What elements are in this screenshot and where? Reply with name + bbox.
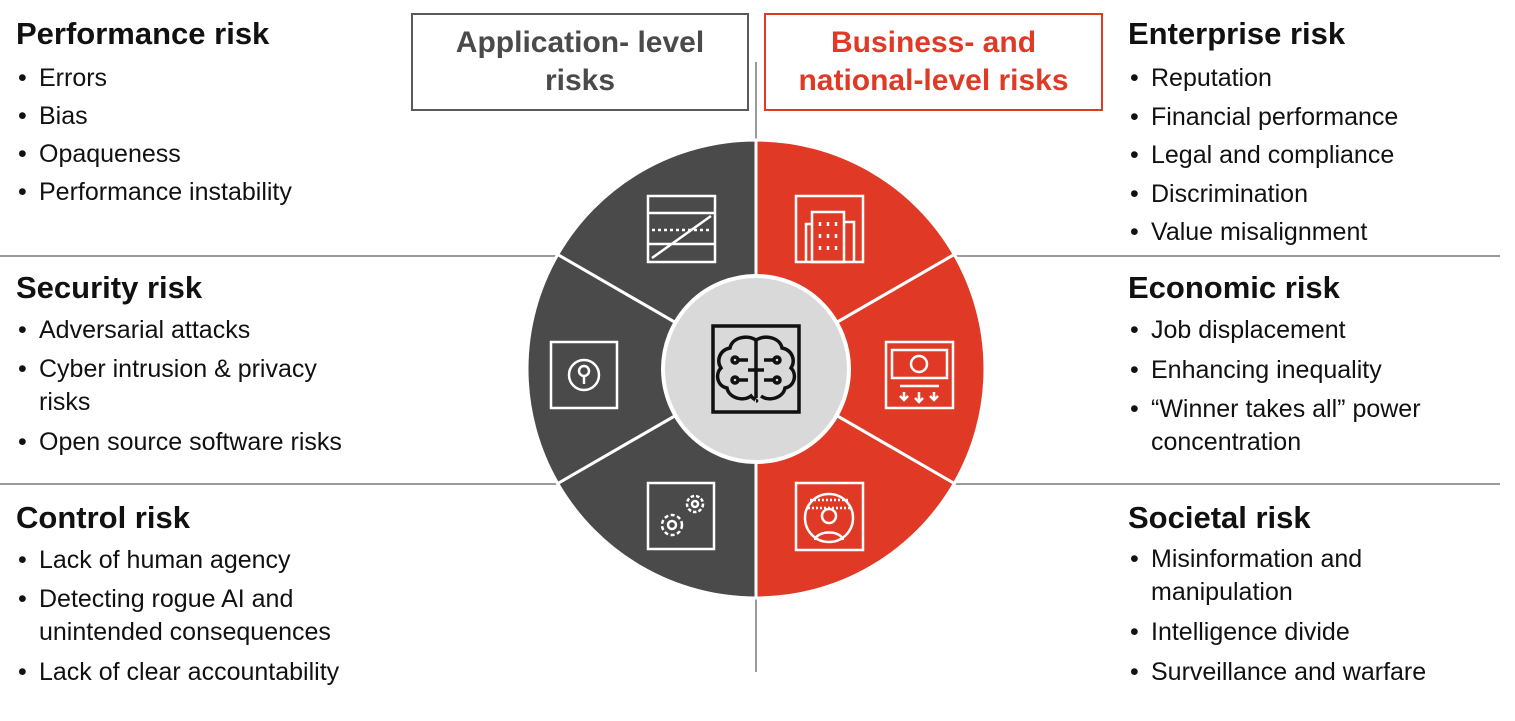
list-item: Errors [16,59,396,97]
control-risk-block: Control risk Lack of human agency Detect… [16,500,396,690]
business-national-level-header-text: Business- and national-level risks [798,26,1069,97]
societal-surveillance-icon [794,481,865,552]
list-item: Job displacement [1128,313,1508,347]
control-risk-list: Lack of human agency Detecting rogue AI … [16,543,396,689]
economic-money-icon [884,340,955,410]
enterprise-building-icon [794,194,865,264]
security-lock-icon [549,340,619,410]
list-item: Cyber intrusion & privacy risks [16,353,359,419]
societal-risk-title: Societal risk [1128,500,1311,535]
security-risk-title: Security risk [16,270,203,305]
performance-risk-block: Performance risk Errors Bias Opaqueness … [16,16,396,212]
enterprise-risk-title: Enterprise risk [1128,16,1346,51]
control-risk-title: Control risk [16,500,190,535]
list-item: Misinformation and manipulation [1128,543,1431,609]
divider-right-bottom [952,483,1500,485]
divider-left-top [0,255,560,257]
list-item: Intelligence divide [1128,615,1508,649]
list-item: Enhancing inequality [1128,353,1508,387]
performance-risk-title: Performance risk [16,16,270,51]
list-item: Financial performance [1128,98,1508,137]
societal-risk-block: Societal risk Misinformation and manipul… [1128,500,1508,690]
list-item: Legal and compliance [1128,136,1508,175]
economic-risk-title: Economic risk [1128,270,1340,305]
list-item: Detecting rogue AI and unintended conseq… [16,583,379,649]
segment-security [525,252,760,486]
list-item: Discrimination [1128,175,1508,214]
list-item: Open source software risks [16,425,396,459]
divider-right-top [952,255,1500,257]
control-gears-icon [646,481,716,551]
list-item: Lack of human agency [16,543,396,577]
performance-risk-list: Errors Bias Opaqueness Performance insta… [16,59,396,211]
divider-left-bottom [0,483,560,485]
economic-risk-list: Job displacement Enhancing inequality “W… [1128,313,1508,459]
list-item: Opaqueness [16,135,396,173]
security-risk-block: Security risk Adversarial attacks Cyber … [16,270,396,460]
list-item: Reputation [1128,59,1508,98]
list-item: Value misalignment [1128,213,1508,252]
list-item: “Winner takes all” power concentration [1128,393,1441,459]
application-level-header-text: Application- level risks [455,26,705,97]
list-item: Performance instability [16,173,396,211]
application-level-header: Application- level risks [411,13,749,111]
enterprise-risk-block: Enterprise risk Reputation Financial per… [1128,17,1508,252]
enterprise-risk-list: Reputation Financial performance Legal a… [1128,59,1508,252]
societal-risk-list: Misinformation and manipulation Intellig… [1128,543,1508,689]
performance-chart-icon [646,194,717,264]
list-item: Surveillance and warfare [1128,655,1508,689]
economic-risk-block: Economic risk Job displacement Enhancing… [1128,271,1508,459]
list-item: Adversarial attacks [16,313,396,347]
segment-economic [752,252,987,486]
ai-brain-chip-icon [711,324,801,414]
security-risk-list: Adversarial attacks Cyber intrusion & pr… [16,313,396,459]
list-item: Bias [16,97,396,135]
list-item: Lack of clear accountability [16,655,396,689]
business-national-level-header: Business- and national-level risks [764,13,1103,111]
